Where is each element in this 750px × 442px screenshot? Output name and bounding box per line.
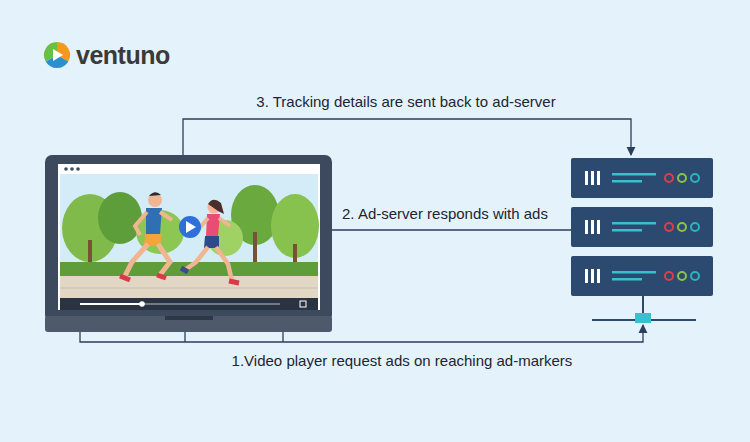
laptop	[45, 155, 332, 332]
step-label: 2. Ad-server responds with ads	[342, 205, 548, 222]
step-label: 1.Video player request ads on reaching a…	[232, 352, 573, 369]
runner	[120, 192, 172, 280]
runner	[181, 200, 239, 283]
response-arrow	[321, 229, 571, 230]
step-label: 3. Tracking details are sent back to ad-…	[256, 93, 555, 110]
logo-icon	[44, 42, 70, 68]
server-stack	[571, 158, 713, 323]
logo-text: ventuno	[76, 41, 170, 70]
tracking-arrow	[183, 119, 631, 155]
